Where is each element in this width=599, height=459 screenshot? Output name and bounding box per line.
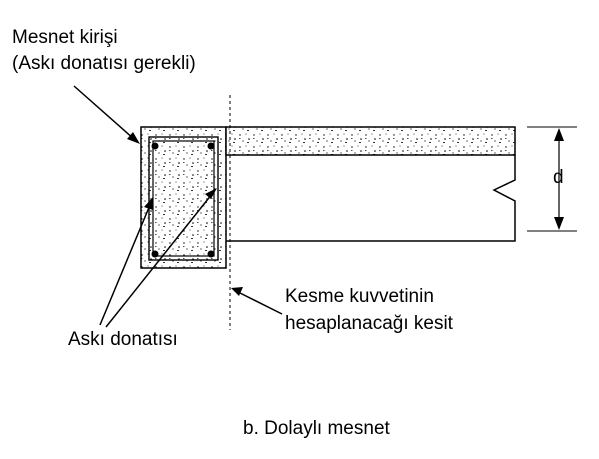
dim-arrow-down: [554, 217, 564, 230]
dim-arrow-up: [554, 128, 564, 141]
support-beam-section: [140, 126, 227, 269]
hanger-reinforcement-label: Askı donatısı: [68, 329, 178, 350]
supported-beam-slab: [225, 126, 516, 156]
shear-section-label-line1: Kesme kuvvetinin: [285, 286, 434, 307]
arrow-hanger-2: [105, 193, 213, 328]
depth-dimension: [527, 126, 577, 232]
arrow-shear-section: [237, 291, 283, 315]
supported-beam: [225, 126, 516, 242]
shear-section-label-line2: hesaplanacağı kesit: [285, 313, 453, 334]
stirrup-outer: [148, 136, 219, 261]
rebar-top-right: [207, 142, 215, 150]
arrow-hanger-1-head: [144, 197, 153, 210]
support-beam-outline: [140, 126, 227, 269]
arrow-support-beam-head: [127, 132, 140, 144]
rebar-top-left: [151, 142, 159, 150]
supported-beam-web: [226, 155, 516, 242]
arrow-hanger-1: [99, 204, 151, 326]
arrow-hanger-2-head: [205, 188, 217, 199]
arrow-support-beam: [73, 85, 135, 140]
rebar-bottom-left: [151, 250, 159, 258]
leader-arrows: [73, 85, 283, 328]
rebar-bottom-right: [207, 250, 215, 258]
support-beam-label: Mesnet kirişi: [12, 27, 118, 48]
figure-caption: b. Dolaylı mesnet: [243, 418, 390, 439]
depth-label: d: [553, 167, 564, 188]
support-beam-note: (Askı donatısı gerekli): [12, 53, 196, 74]
arrow-shear-section-head: [231, 287, 243, 296]
